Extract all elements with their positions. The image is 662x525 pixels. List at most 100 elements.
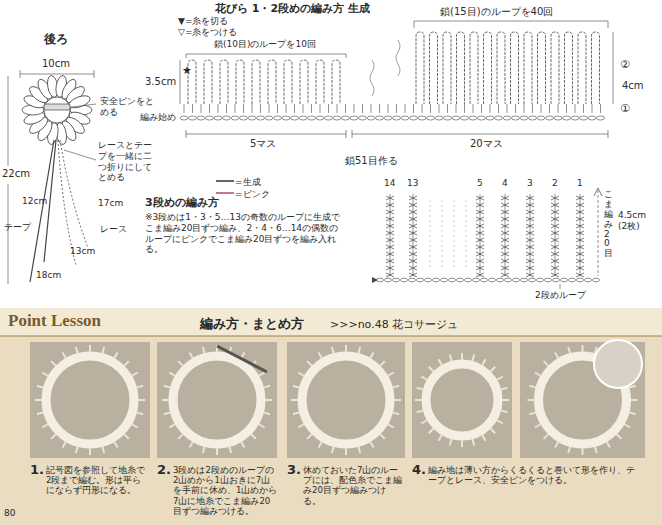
single-crochet-symbol bbox=[551, 217, 559, 221]
chart-label: 鎖(15目)のループを40回 bbox=[440, 6, 553, 18]
chart-label: 休めておいた7山のループには、配色糸でこま編み20目ずつ編みつける。 bbox=[303, 465, 403, 506]
photo-loop bbox=[439, 359, 443, 365]
chain-stitch bbox=[257, 116, 265, 120]
chart-label: 5マス bbox=[250, 138, 276, 150]
single-crochet-symbol bbox=[576, 252, 584, 256]
single-crochet-symbol bbox=[576, 266, 584, 270]
photo-loop bbox=[136, 386, 143, 388]
photo-loop bbox=[555, 442, 559, 448]
photo-loop bbox=[568, 446, 570, 453]
chain-stitch bbox=[597, 116, 605, 120]
stitch-symbol bbox=[413, 104, 414, 113]
single-crochet-symbol bbox=[576, 224, 584, 228]
chain-stitch bbox=[444, 116, 452, 120]
photo-loop bbox=[76, 347, 78, 354]
photo-loop bbox=[388, 424, 394, 428]
loop-base bbox=[576, 278, 583, 282]
chart-label: こま編み20目 bbox=[604, 190, 613, 259]
photo-loop bbox=[307, 434, 312, 439]
photo-loop bbox=[89, 448, 91, 455]
photo-loop bbox=[89, 345, 91, 352]
photo-loop bbox=[164, 412, 171, 414]
stitch-symbol bbox=[311, 104, 312, 113]
chart-label: レース bbox=[100, 224, 127, 235]
photo-loop bbox=[392, 412, 399, 414]
single-crochet-symbol bbox=[551, 196, 559, 200]
single-crochet-symbol bbox=[386, 259, 394, 263]
chain-stitch bbox=[486, 116, 494, 120]
photo-loop bbox=[595, 446, 597, 453]
single-crochet-symbol bbox=[501, 245, 509, 249]
stitch-symbol bbox=[600, 104, 601, 113]
single-crochet-symbol bbox=[526, 217, 534, 221]
chain-loop bbox=[578, 32, 586, 104]
chart-label: 1 bbox=[577, 178, 583, 189]
chain-stitch bbox=[223, 116, 231, 120]
photo-loop bbox=[607, 442, 611, 448]
photo-loop bbox=[136, 412, 143, 414]
chain-stitch bbox=[401, 116, 409, 120]
stitch-symbol bbox=[379, 104, 380, 113]
photo-loop bbox=[415, 399, 422, 401]
dimension-tick bbox=[352, 130, 353, 138]
photo-loop bbox=[370, 352, 374, 358]
photo-loop bbox=[37, 386, 44, 388]
photo-loop bbox=[461, 353, 463, 360]
petal bbox=[68, 93, 92, 110]
photo-loop bbox=[51, 361, 56, 366]
photo-loop bbox=[63, 442, 67, 448]
single-crochet-symbol bbox=[576, 217, 584, 221]
chart-label: 記号図を参照して地糸で2段まで編む。形は平らにならず円形になる。 bbox=[46, 465, 150, 496]
chain-loop bbox=[204, 60, 212, 104]
photo-loop bbox=[358, 446, 360, 453]
stitch-symbol bbox=[481, 104, 482, 113]
chain-loop bbox=[252, 60, 260, 104]
single-crochet-symbol bbox=[576, 196, 584, 200]
loop-base bbox=[560, 278, 567, 282]
photo-loop bbox=[332, 347, 334, 354]
photo-loop bbox=[298, 424, 304, 428]
single-crochet-symbol bbox=[386, 245, 394, 249]
stitch-symbol bbox=[388, 104, 389, 113]
photo-loop bbox=[345, 345, 347, 352]
single-crochet-symbol bbox=[526, 238, 534, 242]
single-crochet-symbol bbox=[526, 231, 534, 235]
loop-base bbox=[392, 278, 399, 282]
loop-base bbox=[464, 278, 471, 282]
chart-label: 3段めは2段めのループの2山めから1山おきに7山を手前に休め、1山めから7山に地… bbox=[173, 465, 279, 516]
stitch-symbol bbox=[260, 104, 261, 113]
stitch-symbol bbox=[226, 104, 227, 113]
direction-line bbox=[598, 190, 599, 276]
dimension-line bbox=[20, 70, 21, 78]
photo-loop bbox=[502, 399, 509, 401]
faint-column bbox=[430, 200, 431, 270]
chain-loop bbox=[443, 32, 451, 104]
chain-stitch bbox=[359, 116, 367, 120]
photo-loop bbox=[164, 386, 171, 388]
photo-loop bbox=[203, 347, 205, 354]
loop-base bbox=[592, 278, 599, 282]
legend-row: =ピンク bbox=[215, 182, 270, 201]
loop-base bbox=[384, 278, 391, 282]
photo-loop bbox=[439, 435, 443, 441]
single-crochet-symbol bbox=[501, 231, 509, 235]
photo-inset bbox=[594, 340, 642, 388]
chain-stitch bbox=[495, 116, 503, 120]
single-crochet-symbol bbox=[526, 224, 534, 228]
chart-label: 80 bbox=[4, 508, 15, 519]
single-crochet-symbol bbox=[551, 238, 559, 242]
chart-label: 4. bbox=[412, 462, 426, 478]
stitch-symbol bbox=[439, 104, 440, 113]
photo-loop bbox=[190, 352, 194, 358]
chain-stitch bbox=[384, 116, 392, 120]
single-crochet-symbol bbox=[386, 238, 394, 242]
photo-loop bbox=[138, 399, 145, 401]
panel-subheading: >>>no.48 花コサージュ bbox=[330, 318, 458, 331]
stitch-symbol bbox=[456, 104, 457, 113]
single-crochet-symbol bbox=[409, 245, 417, 249]
photo-loop bbox=[616, 434, 621, 439]
chart-label: ▼=糸を切る bbox=[178, 16, 228, 27]
header-band bbox=[0, 308, 662, 336]
chain-stitch bbox=[367, 116, 375, 120]
stitch-symbol bbox=[473, 104, 474, 113]
